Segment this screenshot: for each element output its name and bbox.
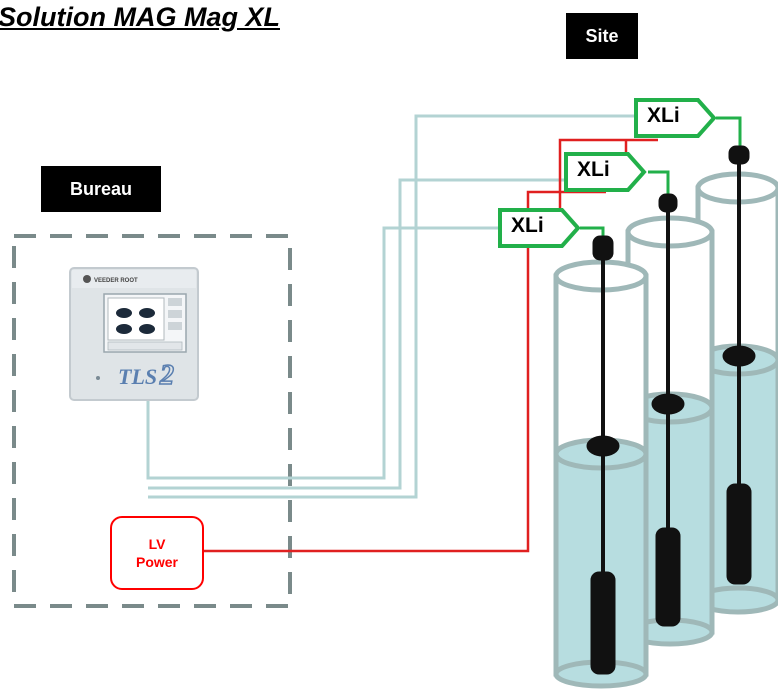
- xli-label-1: XLi: [511, 214, 544, 237]
- page-title: Solution MAG Mag XL: [0, 2, 280, 32]
- data-cables: [146, 114, 636, 499]
- probe-middle: [651, 193, 685, 627]
- lv-power-line1: LV: [148, 536, 166, 552]
- xli-label-3: XLi: [647, 104, 680, 127]
- console-logo-number: 2: [159, 360, 174, 391]
- xli-label-2: XLi: [577, 158, 610, 181]
- probe-right: [722, 145, 756, 585]
- lv-power-box: LV Power: [110, 516, 204, 590]
- console-logo-text: TLS: [118, 364, 157, 389]
- tls2-console: VEEDER ROOT TLS 2: [69, 267, 199, 401]
- probe-left: [586, 235, 620, 675]
- bureau-label: Bureau: [41, 166, 161, 212]
- console-brand: VEEDER ROOT: [94, 278, 138, 284]
- site-label: Site: [566, 13, 638, 59]
- lv-power-line2: Power: [135, 554, 178, 570]
- probe-connections: [580, 116, 742, 238]
- xli-tags: [498, 98, 717, 248]
